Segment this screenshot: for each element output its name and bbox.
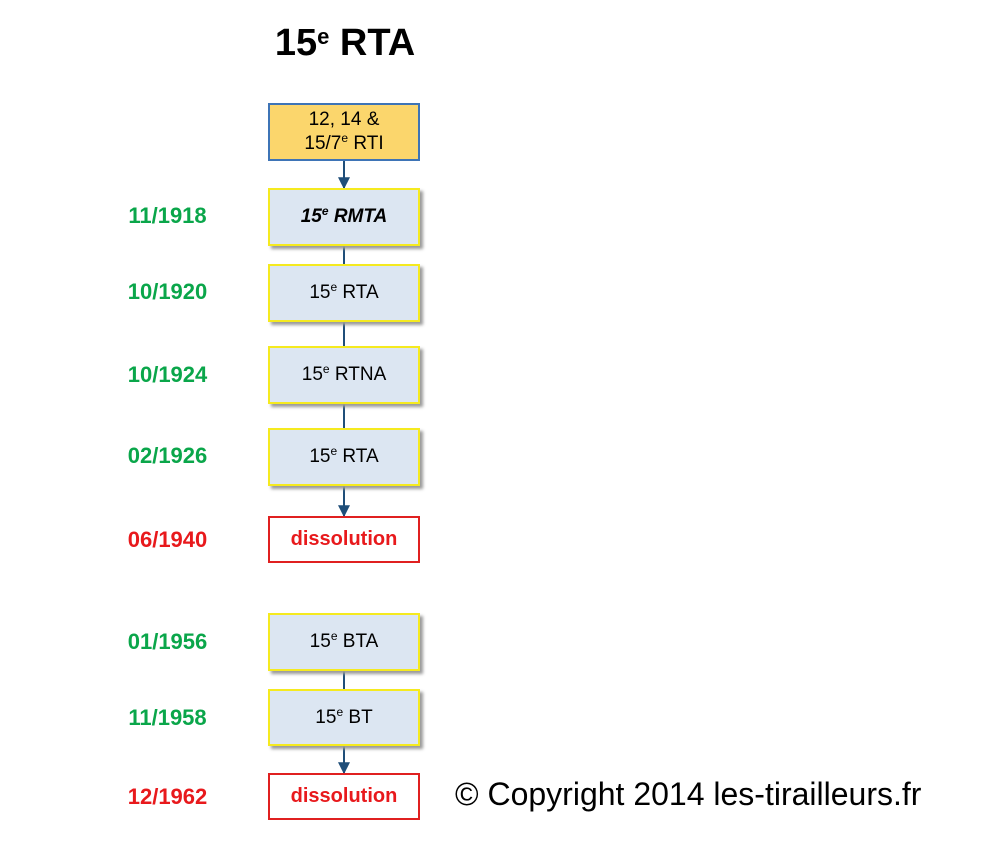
unit-box-15e-rmta: 15e RMTA — [268, 188, 420, 246]
unit-box-15e-rta-1926: 15e RTA — [268, 428, 420, 486]
unit-box-15e-rtna: 15e RTNA — [268, 346, 420, 404]
origin-box: 12, 14 & 15/7e RTI — [268, 103, 420, 161]
date-label: 10/1924 — [127, 362, 208, 387]
date-label: 02/1926 — [127, 443, 208, 468]
date-label: 12/1962 — [127, 784, 208, 809]
unit-box-15e-rta: 15e RTA — [268, 264, 420, 322]
date-label: 01/1956 — [127, 629, 208, 654]
dissolution-box-1962: dissolution — [268, 773, 420, 820]
unit-box-15e-bta: 15e BTA — [268, 613, 420, 671]
diagram-title: 15e RTA — [274, 22, 416, 64]
date-label: 11/1958 — [128, 705, 207, 730]
date-label: 06/1940 — [127, 527, 208, 552]
unit-box-15e-bt: 15e BT — [268, 689, 420, 746]
date-label: 10/1920 — [127, 279, 208, 304]
date-label: 11/1918 — [128, 203, 207, 228]
copyright-notice: © Copyright 2014 les-tirailleurs.fr — [455, 776, 922, 812]
dissolution-box-1940: dissolution — [268, 516, 420, 563]
